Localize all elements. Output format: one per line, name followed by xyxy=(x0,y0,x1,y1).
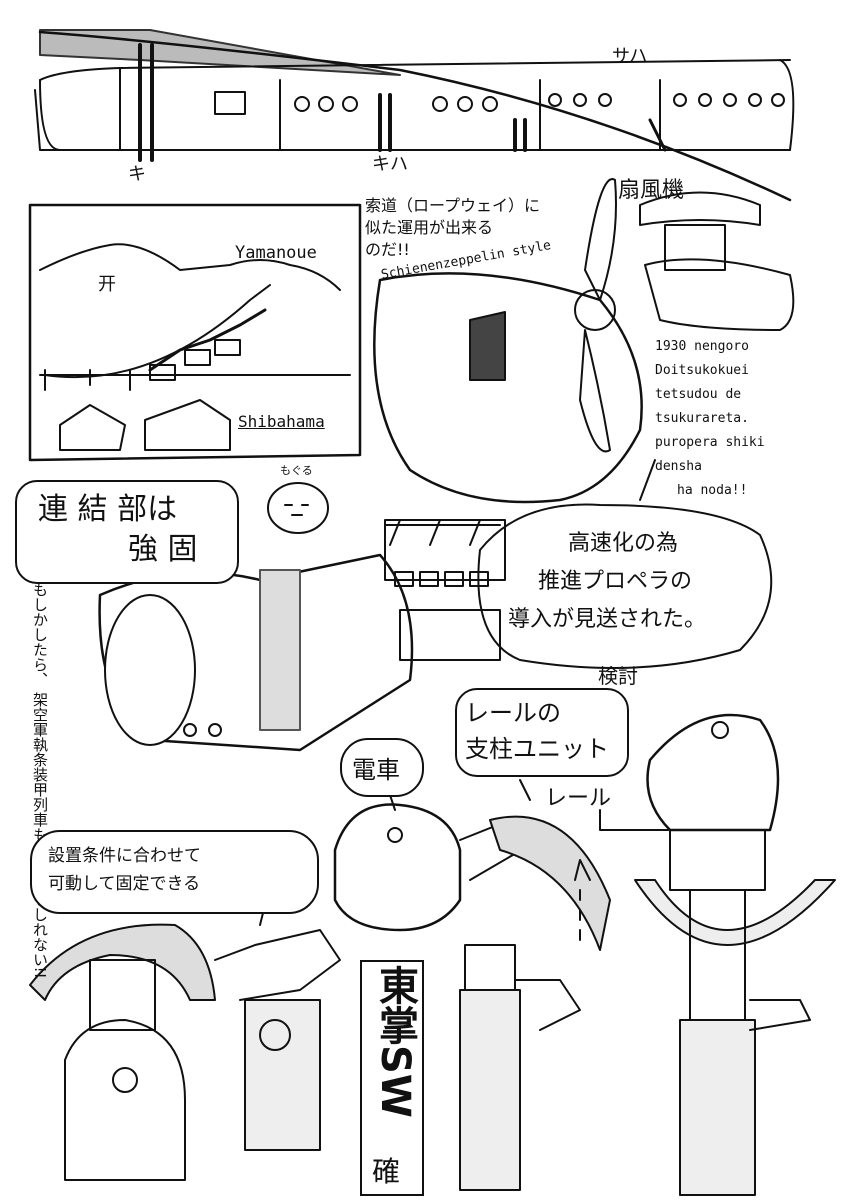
setchi-line-1: 設置条件に合わせて xyxy=(48,846,201,866)
renketsu-line-1: 連 結 部は xyxy=(38,492,178,527)
label-mogura: もぐる xyxy=(280,464,313,477)
renketsu-line-2: 強 固 xyxy=(128,532,198,567)
vertical-line-2: 架空軍執条装甲列車も xyxy=(31,691,49,842)
signature: 東掌SW xyxy=(372,965,418,1118)
note-line-5: puropera shiki xyxy=(655,435,765,450)
label-rail: レール xyxy=(545,786,612,811)
signature-small: 確 xyxy=(372,1155,401,1188)
kousoku-line-2: 推進プロペラの xyxy=(538,569,693,594)
kousoku-text: 高速化の為 推進プロペラの 導入が見送された。 xyxy=(508,525,706,639)
label-kiha: キハ xyxy=(372,154,408,175)
propeller-note: 1930 nengoro Doitsukokuei tetsudou de ts… xyxy=(655,335,765,503)
densha-bubble xyxy=(340,738,424,797)
sakudou-note: 索道（ロープウェイ）に 似た運用が出来る のだ!! xyxy=(365,195,541,261)
setchi-bubble xyxy=(30,830,319,914)
rail-unit-line-2: 支柱ユニット xyxy=(465,735,609,763)
label-saha: サハ xyxy=(612,46,648,67)
vertical-note: もしかしたら、 架空軍執条装甲列車も あるかもしれない!! xyxy=(30,582,50,979)
note-line-2: Doitsukokuei xyxy=(655,363,749,378)
signature-box xyxy=(360,960,424,1196)
rail-unit-text: レールの 支柱ユニット xyxy=(465,695,609,767)
renketsu-bubble xyxy=(15,480,239,584)
label-senpuuki: 扇風機 xyxy=(618,178,685,203)
note-line-6: densha xyxy=(655,459,702,474)
rail-unit-line-1: レールの xyxy=(465,699,561,727)
label-shibahama: Shibahama xyxy=(238,412,325,431)
sakudou-line-1: 索道（ロープウェイ）に xyxy=(365,196,541,215)
torii-symbol: 开 xyxy=(98,274,116,295)
note-line-3: tetsudou de xyxy=(655,387,742,402)
kousoku-line-3: 導入が見送された。 xyxy=(508,607,707,632)
label-densha: 電車 xyxy=(352,756,400,784)
label-kentou: 検討 xyxy=(598,664,638,688)
note-line-1: 1930 nengoro xyxy=(655,339,749,354)
note-line-4: tsukurareta. xyxy=(655,411,749,426)
kousoku-line-1: 高速化の為 xyxy=(568,531,679,556)
note-line-7: ha noda!! xyxy=(677,483,748,498)
label-ki: キ xyxy=(128,164,146,185)
label-yamanoue: Yamanoue xyxy=(235,243,317,263)
sakudou-line-2: 似た運用が出来る xyxy=(365,218,494,237)
vertical-line-1: もしかしたら、 xyxy=(31,582,49,687)
renketsu-text: 連 結 部は 強 固 xyxy=(38,490,198,570)
setchi-text: 設置条件に合わせて 可動して固定できる xyxy=(48,842,201,898)
sakudou-line-3: のだ!! xyxy=(365,240,410,259)
setchi-line-2: 可動して固定できる xyxy=(48,874,201,894)
rail-unit-bubble xyxy=(455,688,629,777)
